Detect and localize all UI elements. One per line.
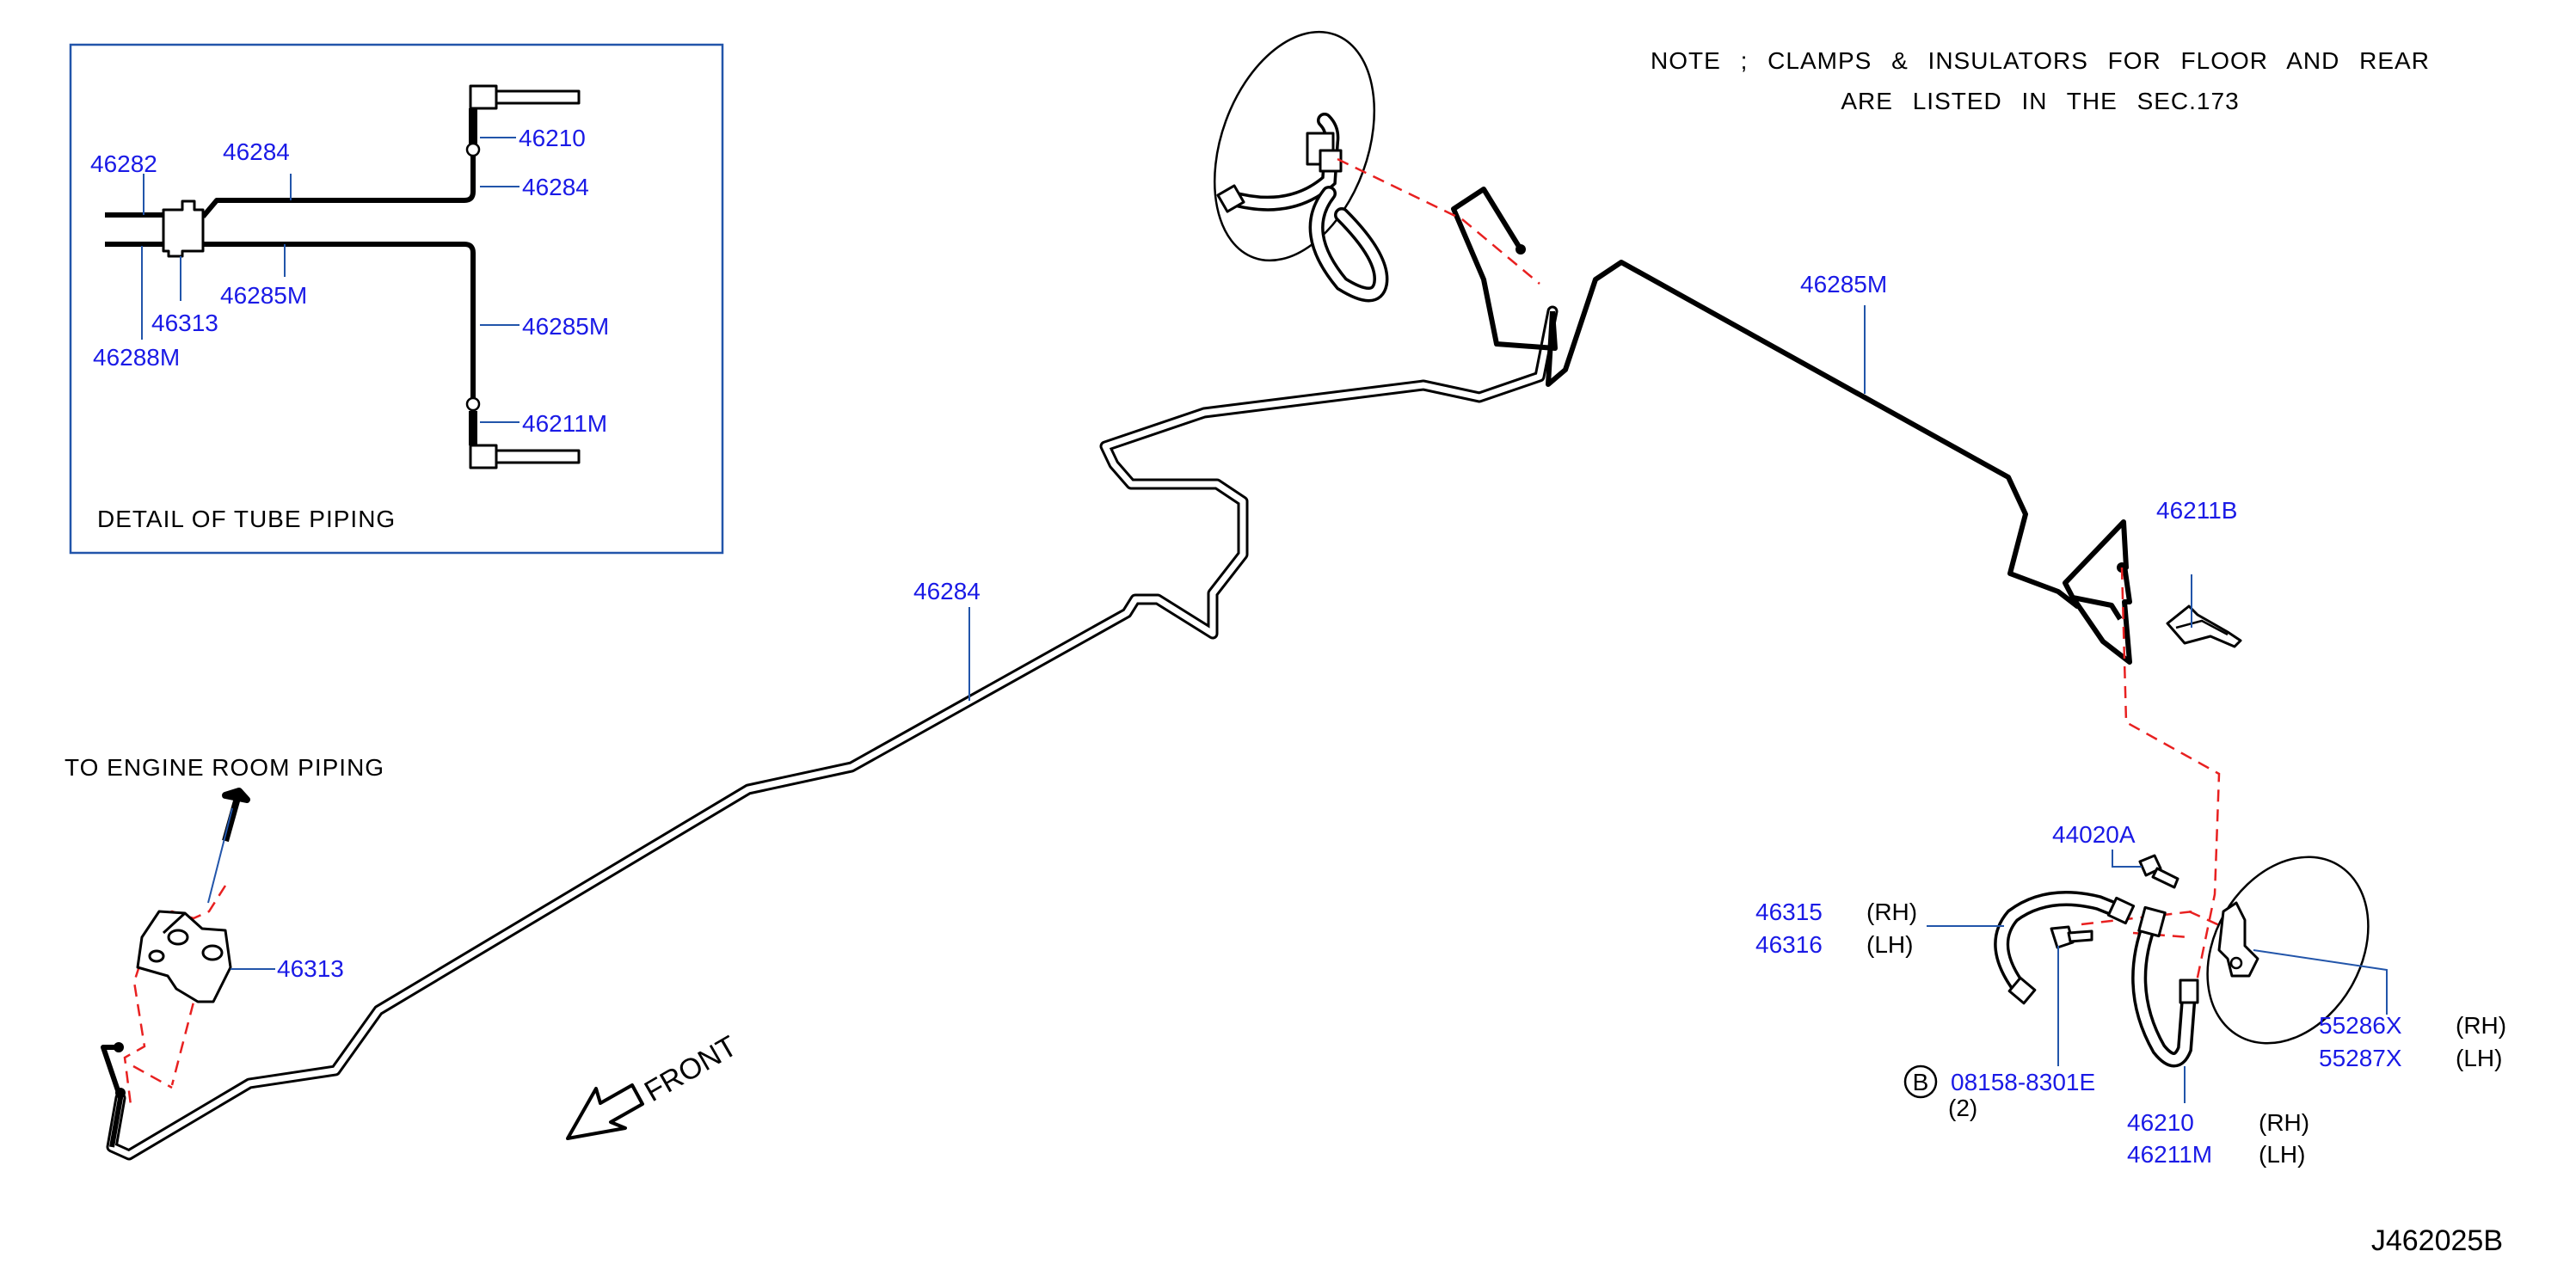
detail-hose-bottom-nut <box>469 411 477 445</box>
detail-of-tube-piping: 46282 46284 46210 46284 46285M 46313 462… <box>69 43 724 555</box>
detail-junction-46313 <box>162 199 205 258</box>
label-46316-side: (LH) <box>1866 931 1913 958</box>
detail-hose-top-nut <box>469 108 477 144</box>
label-08158-qty: (2) <box>1948 1095 1977 1121</box>
detail-label-46288m: 46288M <box>93 344 180 371</box>
junction-46313: TO ENGINE ROOM PIPING 46313 <box>65 754 384 1106</box>
label-55286x: 55286X <box>2319 1012 2402 1039</box>
label-46316: 46316 <box>1755 931 1823 958</box>
detail-hose-bottom-body <box>495 449 581 464</box>
detail-label-46210: 46210 <box>519 125 586 151</box>
label-46210-side: (RH) <box>2259 1109 2309 1136</box>
tube-46285m-hook <box>1451 187 1558 351</box>
label-55287x: 55287X <box>2319 1045 2402 1071</box>
label-44020a: 44020A <box>2052 821 2136 848</box>
detail-label-46284-right: 46284 <box>522 174 589 200</box>
label-55286x-side: (RH) <box>2456 1012 2506 1039</box>
bracket-55286x <box>2217 901 2259 978</box>
front-tube-end <box>101 1042 126 1148</box>
label-46211m-side: (LH) <box>2259 1141 2305 1168</box>
main-tube-46284 <box>106 305 1559 1161</box>
b-marker-letter: B <box>1913 1069 1929 1095</box>
detail-hose-bottom-bracket <box>469 444 498 469</box>
detail-tube-46285m <box>196 242 476 439</box>
detail-hose-bottom-flare <box>465 396 481 412</box>
tube-46285m-main <box>1546 260 2132 665</box>
detail-hose-top-body <box>495 89 581 105</box>
detail-border <box>69 43 724 555</box>
detail-hose-top-bracket <box>469 84 498 110</box>
detail-label-46282: 46282 <box>90 150 157 177</box>
front-arrow-icon <box>566 1083 644 1140</box>
junction-block <box>136 910 232 1003</box>
main-tube-46285m <box>1451 187 2132 665</box>
label-46211m: 46211M <box>2127 1141 2212 1168</box>
label-46315: 46315 <box>1755 899 1823 925</box>
note-line-2: ARE LISTED IN THE SEC.173 <box>1841 88 2239 114</box>
front-label: FRONT <box>639 1029 742 1107</box>
rear-dashed-leader <box>2120 567 2221 1020</box>
detail-label-46285m-bottom: 46285M <box>220 282 307 309</box>
label-55287x-side: (LH) <box>2456 1045 2502 1071</box>
diagram-id: J462025B <box>2371 1224 2503 1257</box>
label-46315-side: (RH) <box>1866 899 1917 925</box>
note-line-1: NOTE ; CLAMPS & INSULATORS FOR FLOOR AND… <box>1651 47 2430 74</box>
label-46211b: 46211B <box>2156 497 2237 524</box>
detail-tube-46284 <box>200 117 476 218</box>
rear-hose-assembly <box>1994 567 2370 1068</box>
top-callout-dashed-leader <box>1337 157 1540 285</box>
label-08158-8301e: 08158-8301E <box>1951 1069 2095 1095</box>
detail-label-46211m: 46211M <box>522 410 607 437</box>
label-46284: 46284 <box>913 578 981 604</box>
to-engine-arrow-head <box>222 788 250 803</box>
b-marker: B <box>1903 1064 1938 1099</box>
detail-label-46313: 46313 <box>151 310 218 336</box>
front-arrow: FRONT <box>566 1029 742 1140</box>
detail-label-46285m-right: 46285M <box>522 313 609 340</box>
label-46210: 46210 <box>2127 1109 2194 1136</box>
label-46285m: 46285M <box>1800 271 1887 298</box>
to-engine-arrow-shaft <box>222 796 241 843</box>
detail-label-46284-top: 46284 <box>223 138 290 165</box>
label-46313: 46313 <box>277 955 344 982</box>
to-engine-room-piping: TO ENGINE ROOM PIPING <box>65 754 384 781</box>
note-block: NOTE ; CLAMPS & INSULATORS FOR FLOOR AND… <box>1651 47 2430 114</box>
bolt-44020a-shank <box>2151 867 2179 889</box>
top-hose-callout <box>1213 30 1540 303</box>
detail-title: DETAIL OF TUBE PIPING <box>97 506 396 532</box>
tube-46285m-end-dot <box>1515 244 1526 255</box>
detail-hose-top-flare <box>465 142 481 157</box>
